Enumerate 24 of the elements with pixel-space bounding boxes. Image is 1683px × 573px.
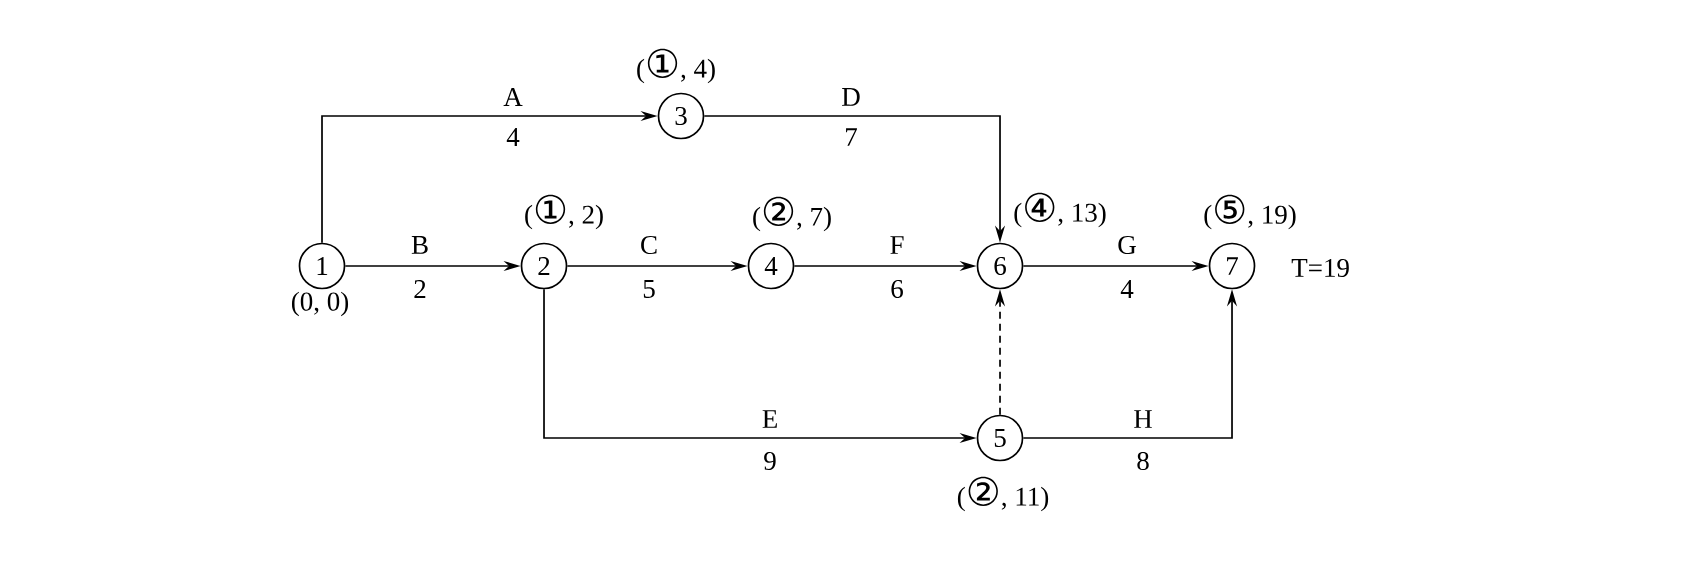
event-time-label: (0, 0) (291, 291, 349, 317)
edge-label: B (411, 236, 428, 254)
event-time-label: (①, 4) (637, 48, 715, 84)
edge-label: H (1134, 410, 1152, 428)
edge-label: D (842, 88, 860, 106)
duration-label: 6 (891, 279, 903, 299)
edge-label: F (890, 236, 904, 254)
event-time-label: (①, 2) (525, 194, 603, 230)
duration-label: 4 (506, 128, 520, 146)
duration-label: 9 (764, 451, 776, 471)
duration-label: 8 (1137, 451, 1149, 471)
event-time-label: (②, 11) (957, 476, 1049, 512)
edge-label: A (503, 88, 523, 106)
edge-label: E (762, 410, 777, 428)
edge-label: C (641, 235, 657, 255)
duration-label: 2 (414, 280, 426, 298)
event-time-label: T=19 (1291, 258, 1349, 278)
duration-label: 7 (846, 128, 857, 146)
event-time-label: (⑤, 19) (1204, 194, 1296, 230)
duration-label: 5 (643, 280, 655, 298)
event-time-label: (④, 13) (1014, 192, 1106, 228)
event-time-label: (②, 7) (753, 196, 831, 232)
duration-label: 4 (1120, 280, 1134, 298)
edge-label: G (1118, 235, 1136, 255)
